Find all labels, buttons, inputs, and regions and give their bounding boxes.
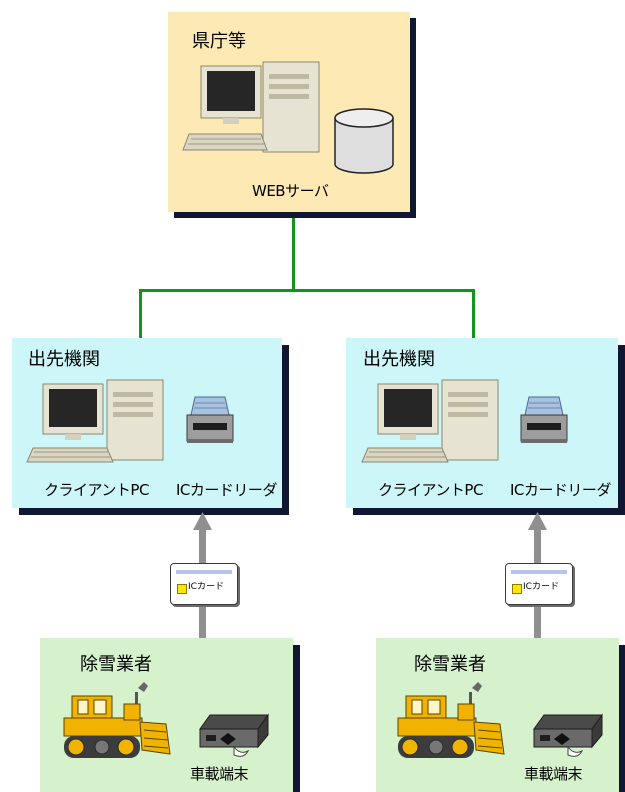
ic-card-label: ICカード — [523, 582, 559, 592]
bulldozer-icon — [63, 682, 171, 758]
onboard-terminal-icon — [533, 713, 603, 757]
onboard-terminal-label: 車載端末 — [190, 765, 249, 783]
ic-card: ICカード — [170, 563, 238, 605]
bulldozer-icon — [397, 682, 505, 758]
network-line-right-drop — [472, 289, 475, 341]
contractor-title: 除雪業者 — [414, 654, 486, 675]
network-line-vertical — [292, 214, 295, 290]
client-pc-label: クライアントPC — [378, 481, 483, 499]
department-title: 出先機関 — [363, 349, 435, 370]
database-icon — [334, 108, 394, 174]
prefecture-title: 県庁等 — [192, 31, 246, 52]
onboard-terminal-label: 車載端末 — [524, 765, 583, 783]
contractor-title: 除雪業者 — [80, 654, 152, 675]
upload-arrow-head — [193, 512, 212, 530]
network-line-horizontal — [139, 289, 475, 292]
network-line-left-drop — [139, 289, 142, 341]
ic-card-reader-label: ICカードリーダ — [176, 481, 277, 499]
client-pc-icon — [26, 379, 164, 463]
server-computer-icon — [182, 61, 320, 153]
ic-chip-icon — [177, 584, 187, 594]
ic-card: ICカード — [505, 563, 573, 605]
onboard-terminal-icon — [199, 713, 269, 757]
client-pc-icon — [361, 379, 499, 463]
ic-card-reader-icon — [520, 396, 568, 443]
client-pc-label: クライアントPC — [44, 481, 149, 499]
web-server-label: WEBサーバ — [252, 182, 329, 200]
ic-chip-icon — [512, 584, 522, 594]
department-title: 出先機関 — [28, 349, 100, 370]
ic-card-reader-icon — [186, 396, 234, 443]
upload-arrow-head — [528, 512, 547, 530]
ic-card-label: ICカード — [188, 582, 224, 592]
ic-card-reader-label: ICカードリーダ — [510, 481, 611, 499]
